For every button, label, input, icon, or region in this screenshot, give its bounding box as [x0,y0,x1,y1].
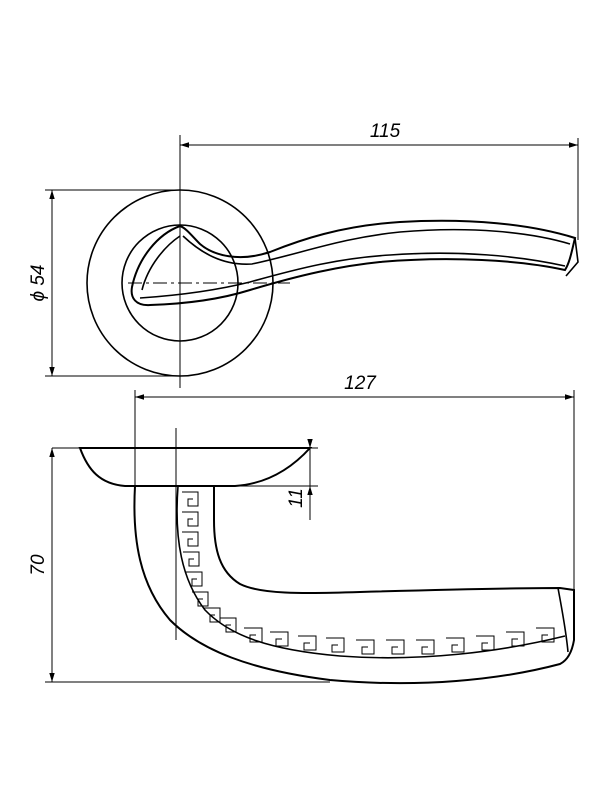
dim-115-label: 115 [370,121,401,142]
handle-lever-top-contour [182,228,571,265]
handle-lever-top-contour-lower [139,252,566,299]
dim-54-label: ϕ 54 [28,265,49,302]
handle-lever-top [130,219,577,307]
dim-11-label: 11 [286,488,307,508]
dim-127-label: 127 [344,373,377,394]
greek-key-pattern [182,491,555,655]
side-view: 127 70 11 [28,373,575,685]
top-view: 115 ϕ 54 [28,121,579,388]
rosette-side [78,447,313,487]
handle-lever-top-neck [141,235,181,291]
handle-lever-side [133,485,575,685]
handle-lever-top-tip [565,237,579,277]
handle-lever-side-inner [176,485,566,659]
handle-lever-side-edge [557,587,569,653]
dim-70-label: 70 [28,554,49,576]
